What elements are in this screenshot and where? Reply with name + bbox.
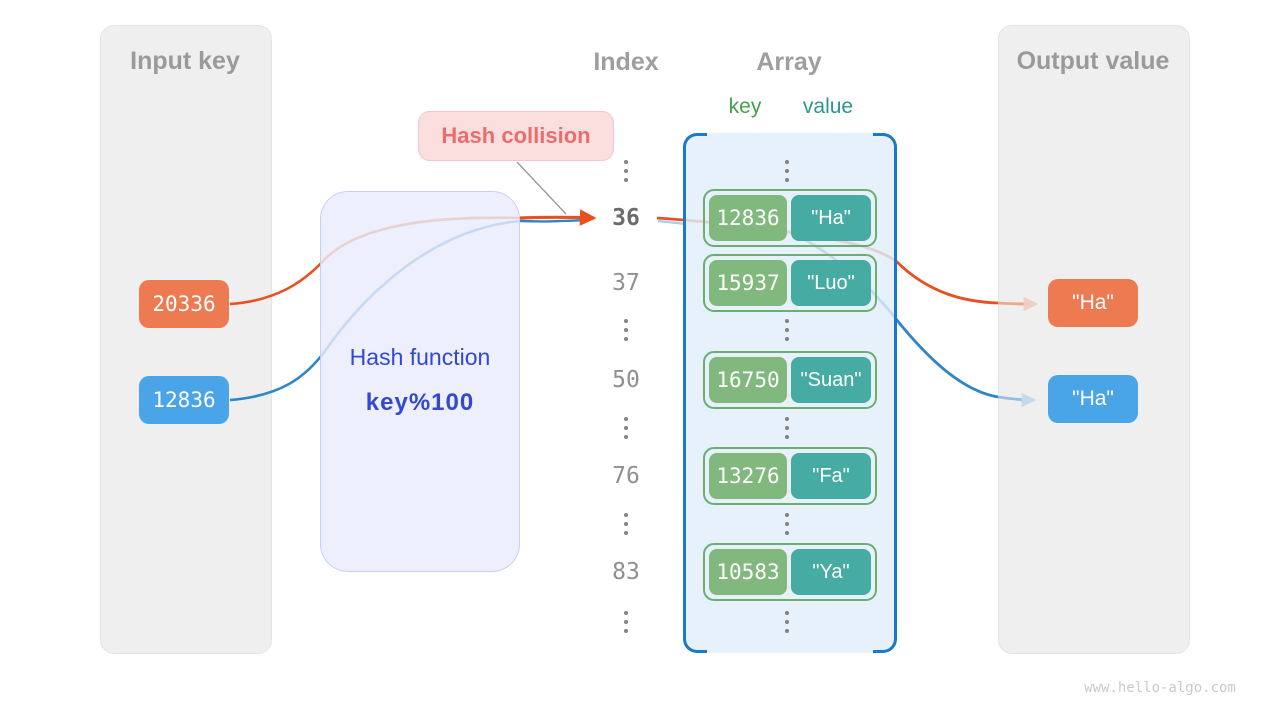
- vertical-ellipsis-icon: [596, 160, 656, 182]
- input-key-title: Input key: [130, 47, 240, 75]
- hash-collision-label: Hash collision: [418, 111, 614, 161]
- output-value-title: Output value: [1016, 47, 1170, 75]
- index-label-83: 83: [612, 559, 640, 585]
- value-cell: "Suan": [791, 357, 871, 403]
- array-left-bracket: [683, 133, 707, 653]
- vertical-ellipsis-icon: [757, 160, 817, 182]
- array-row-83: 10583 "Ya": [703, 543, 877, 601]
- array-row-50: 16750 "Suan": [703, 351, 877, 409]
- key-cell: 16750: [709, 357, 787, 403]
- value-cell: "Ha": [791, 195, 871, 241]
- arrow-orange-to-index-36: [519, 209, 597, 226]
- output-value-panel: [998, 25, 1190, 654]
- key-cell: 10583: [709, 549, 787, 595]
- array-right-bracket: [873, 133, 897, 653]
- vertical-ellipsis-icon: [596, 513, 656, 535]
- key-cell: 13276: [709, 453, 787, 499]
- output-value-badge-orange: "Ha": [1048, 279, 1138, 327]
- arrow-blue-output-tip: [997, 392, 1037, 408]
- index-header: Index: [593, 48, 659, 76]
- array-row-36: 12836 "Ha": [703, 189, 877, 247]
- vertical-ellipsis-icon: [757, 611, 817, 633]
- vertical-ellipsis-icon: [757, 417, 817, 439]
- index-label-76: 76: [612, 463, 640, 489]
- index-label-50: 50: [612, 367, 640, 393]
- value-column-label: value: [802, 95, 854, 118]
- arrow-blue-merged-segment: [519, 218, 587, 223]
- vertical-ellipsis-icon: [596, 611, 656, 633]
- array-row-76: 13276 "Fa": [703, 447, 877, 505]
- arrow-blue-stub: [657, 219, 687, 226]
- input-key-panel: [100, 25, 272, 654]
- arrow-orange-output-tip: [997, 296, 1039, 312]
- input-key-badge-20336: 20336: [139, 280, 229, 328]
- value-cell: "Ya": [791, 549, 871, 595]
- value-cell: "Luo": [791, 260, 871, 306]
- vertical-ellipsis-icon: [757, 513, 817, 535]
- index-label-37: 37: [612, 270, 640, 296]
- index-label-36: 36: [612, 205, 640, 231]
- array-row-37: 15937 "Luo": [703, 254, 877, 312]
- key-column-label: key: [728, 95, 762, 118]
- collision-pointer-line: [516, 161, 567, 215]
- hash-function-formula: key%100: [365, 389, 475, 416]
- key-cell: 12836: [709, 195, 787, 241]
- array-header: Array: [756, 48, 822, 76]
- input-key-badge-12836: 12836: [139, 376, 229, 424]
- output-value-badge-blue: "Ha": [1048, 375, 1138, 423]
- vertical-ellipsis-icon: [596, 417, 656, 439]
- value-cell: "Fa": [791, 453, 871, 499]
- key-cell: 15937: [709, 260, 787, 306]
- vertical-ellipsis-icon: [757, 319, 817, 341]
- watermark: www.hello-algo.com: [1084, 680, 1236, 696]
- vertical-ellipsis-icon: [596, 319, 656, 341]
- hash-function-title: Hash function: [349, 344, 491, 370]
- hash-function-box: [320, 191, 520, 572]
